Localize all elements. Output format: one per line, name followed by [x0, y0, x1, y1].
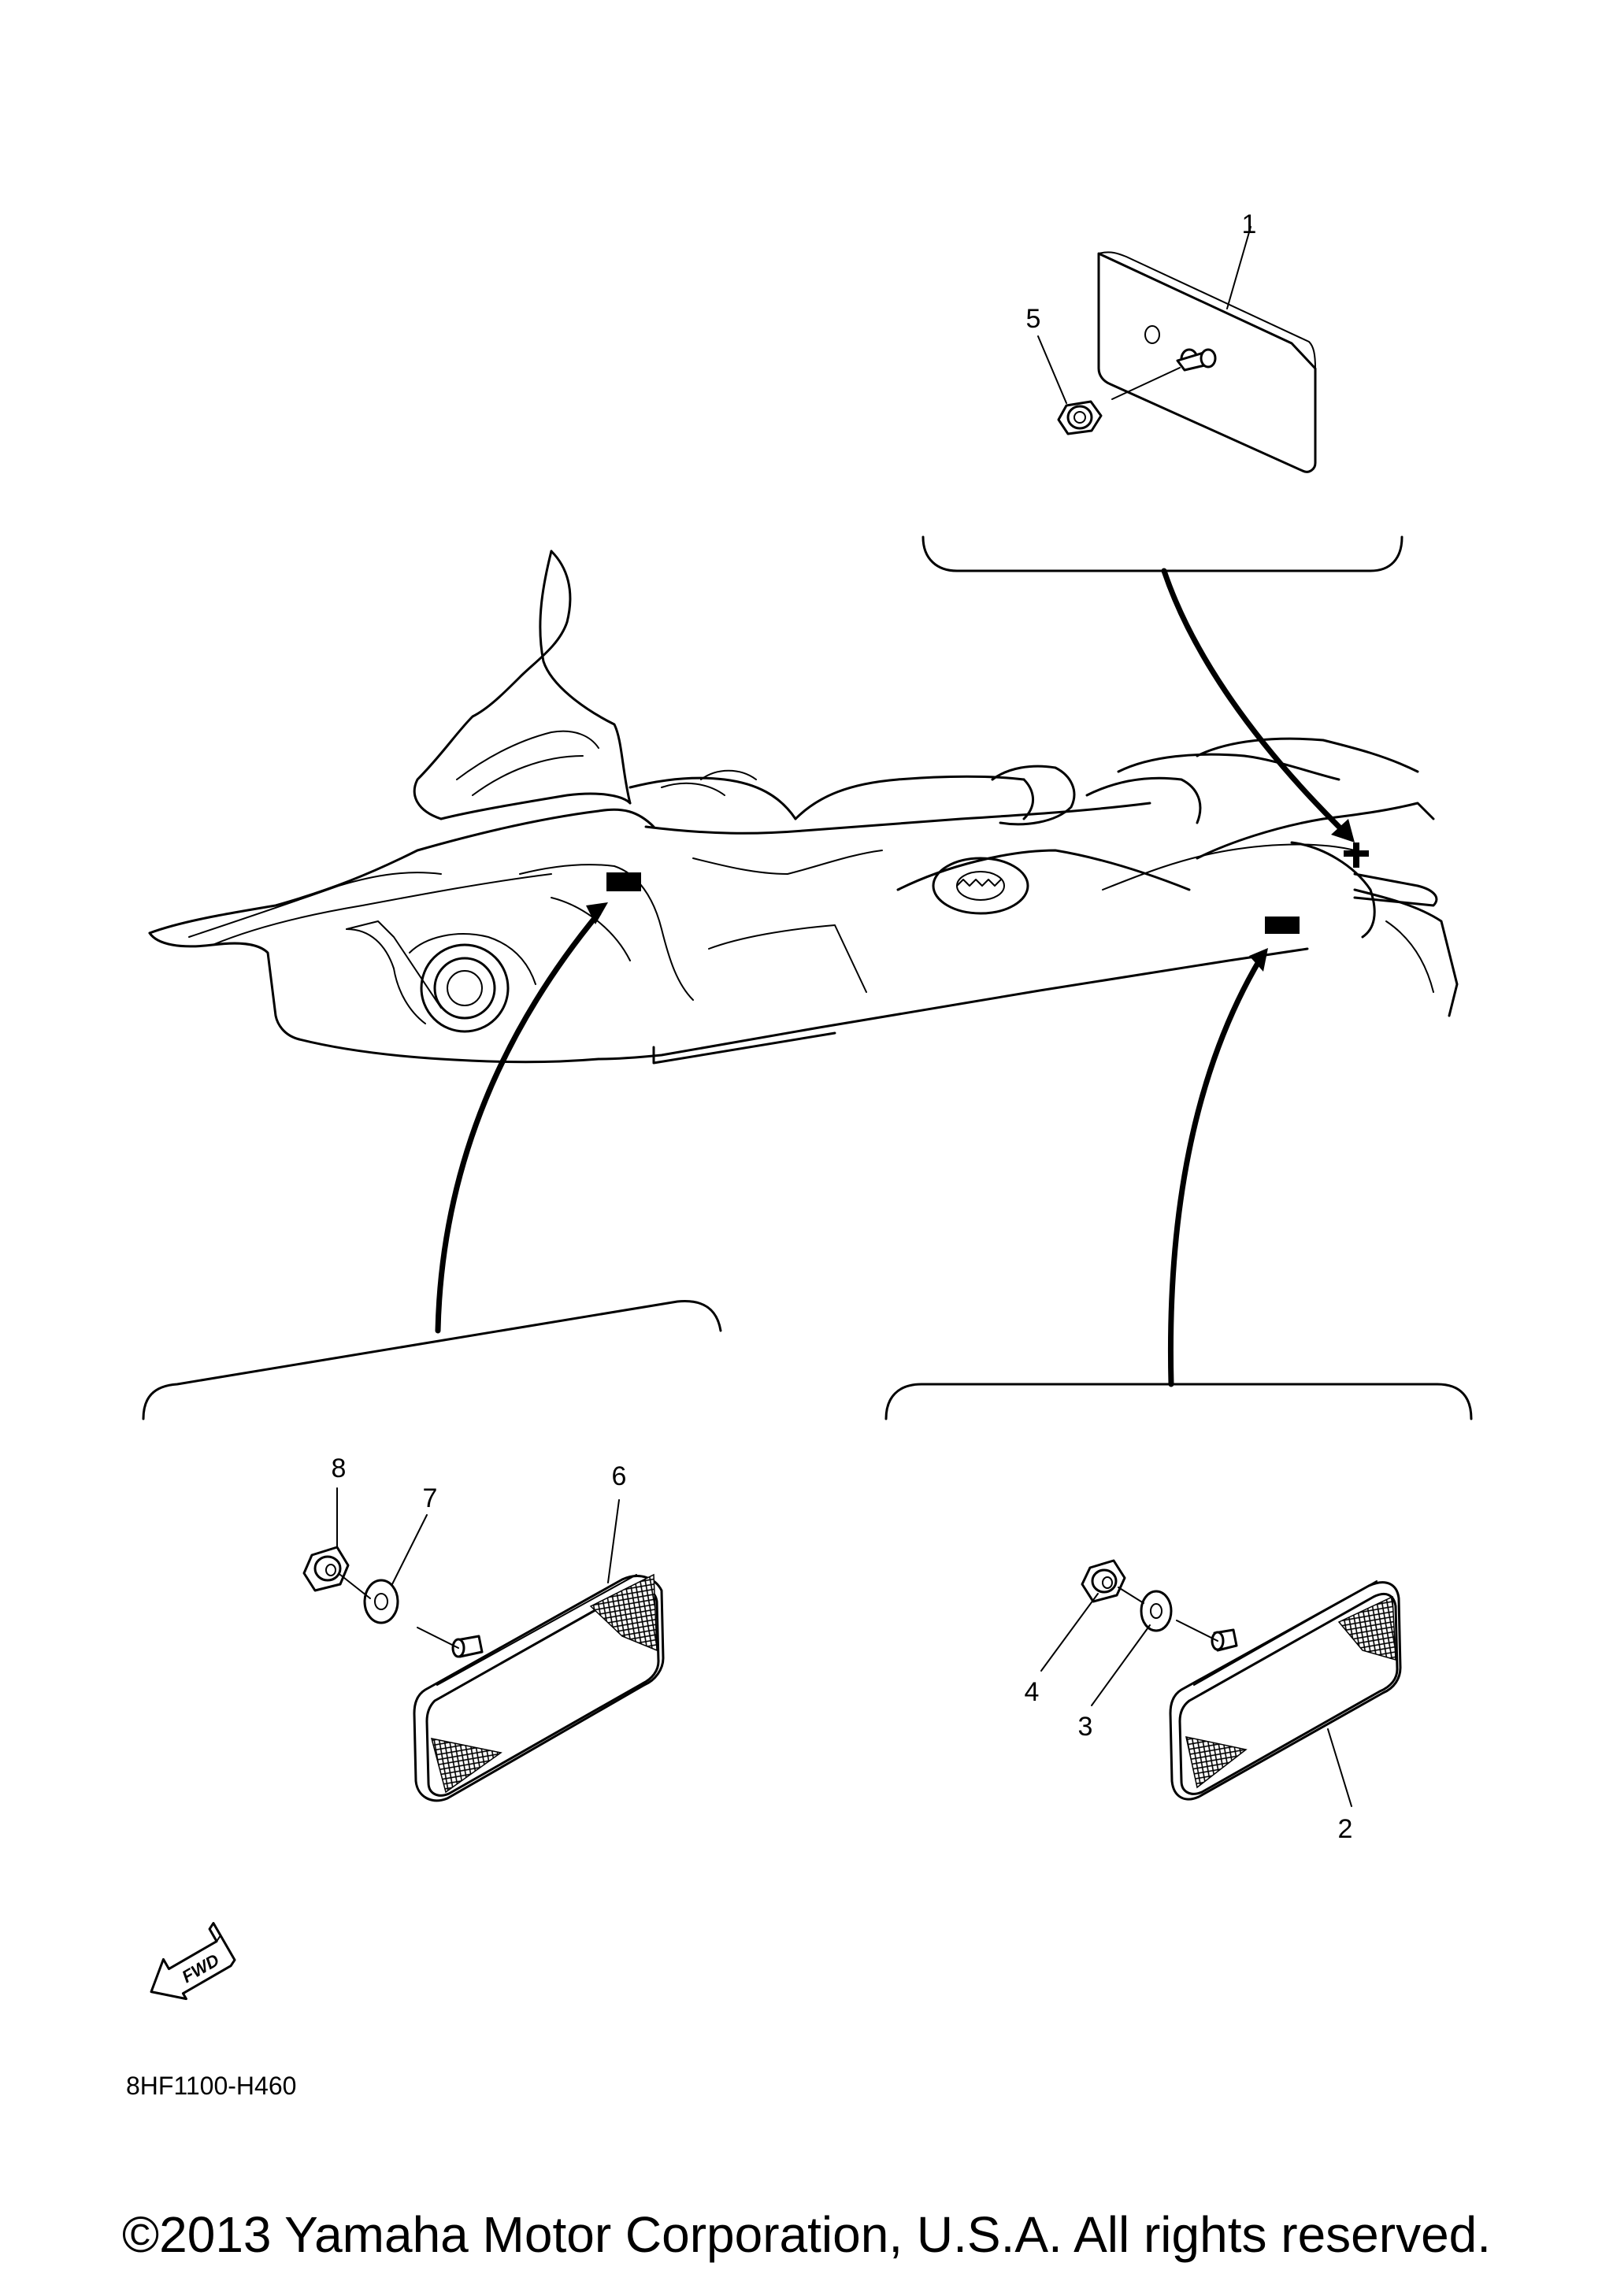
callout-3: 3 — [1078, 1712, 1093, 1742]
callout-8: 8 — [332, 1454, 347, 1483]
part-1-license-plate — [1037, 226, 1317, 473]
part-2-reflector — [1040, 1559, 1402, 1807]
callout-numbers: 1 2 3 4 5 6 7 8 — [332, 209, 1353, 1844]
callout-7: 7 — [423, 1483, 438, 1513]
rear-mount-point-icon — [1344, 842, 1369, 868]
label-sticker-rear — [1265, 917, 1300, 934]
label-sticker-front — [606, 872, 641, 891]
snowmobile-illustration — [148, 550, 1459, 1065]
diagram-code: 8HF1100-H460 — [126, 2072, 296, 2100]
callout-4: 4 — [1025, 1677, 1040, 1707]
callout-1: 1 — [1242, 209, 1257, 239]
callout-2: 2 — [1338, 1814, 1353, 1844]
callout-brackets — [142, 535, 1473, 1420]
part-6-reflector — [302, 1487, 665, 1802]
callout-5: 5 — [1026, 304, 1041, 334]
callout-6: 6 — [612, 1461, 627, 1491]
copyright-notice: ©2013 Yamaha Motor Corporation, U.S.A. A… — [122, 2206, 1491, 2263]
forward-direction-arrow-icon: FWD — [150, 1921, 236, 2001]
